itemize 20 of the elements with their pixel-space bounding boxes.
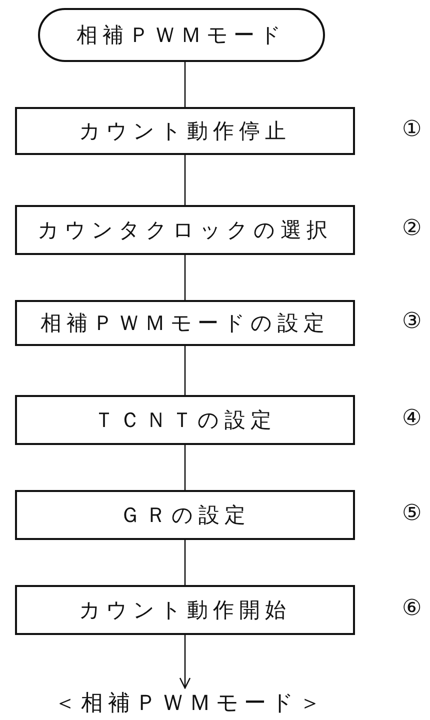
connector-line (184, 62, 186, 107)
connector-line (184, 155, 186, 205)
process-box: 相補ＰＷＭモードの設定 (15, 300, 355, 346)
step-number: ⑥ (402, 596, 422, 621)
connector-line (184, 445, 186, 490)
step-number: ① (402, 117, 422, 142)
arrow (179, 635, 191, 689)
step-number: ② (402, 216, 422, 241)
connector-line (184, 540, 186, 585)
process-box: カウント動作停止 (15, 107, 355, 155)
process-box: カウンタクロックの選択 (15, 205, 355, 255)
process-box: ＧＲの設定 (15, 490, 355, 540)
step-number: ③ (402, 309, 422, 334)
step-number: ⑤ (402, 501, 422, 526)
process-box: ＴＣＮＴの設定 (15, 395, 355, 445)
connector-line (184, 346, 186, 395)
step-number: ④ (402, 406, 422, 431)
process-box: カウント動作開始 (15, 585, 355, 635)
result-label: ＜相補ＰＷＭモード＞ (40, 688, 340, 718)
connector-line (184, 255, 186, 300)
